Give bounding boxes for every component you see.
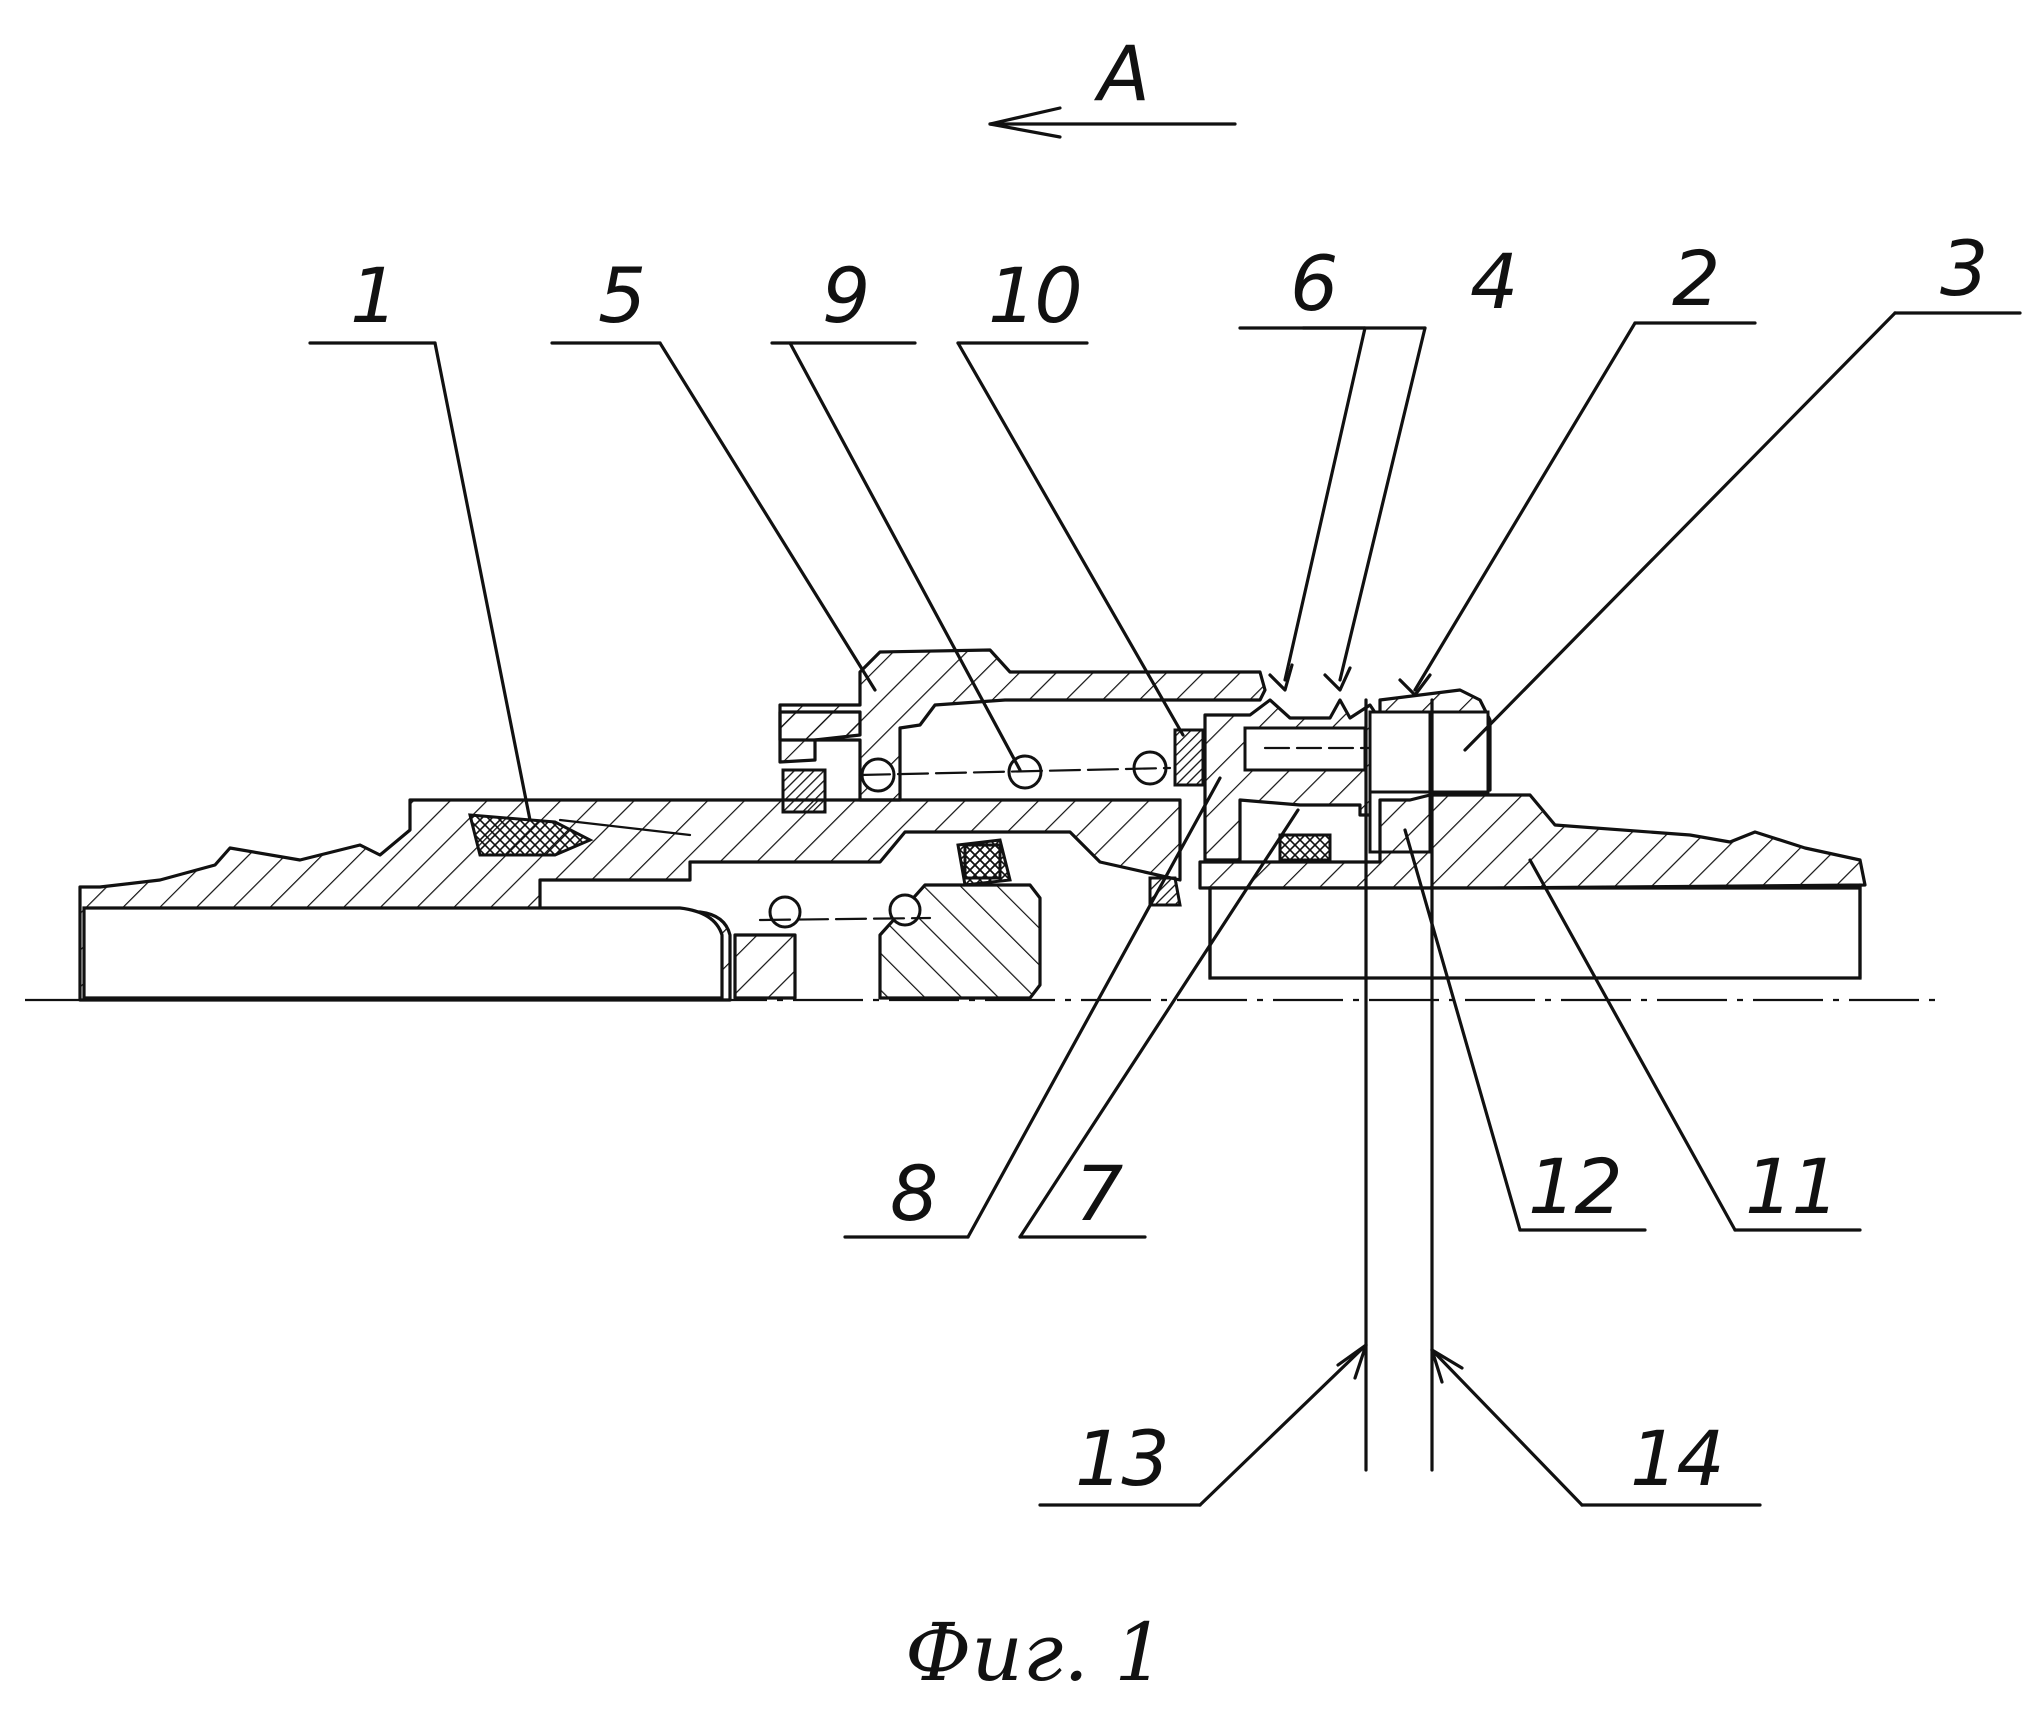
part-label-1: 1: [350, 251, 396, 340]
part-2-block: [1370, 712, 1430, 792]
view-marker-label: A: [1093, 29, 1148, 118]
part-label-5: 5: [598, 251, 644, 340]
seal-right: [965, 845, 1000, 878]
bearing-block-left: [735, 935, 795, 998]
part-7-seal: [1280, 835, 1330, 860]
figure-caption: Фиг. 1: [905, 1606, 1165, 1699]
part-3-block: [1430, 712, 1488, 792]
part-5-flange: [780, 712, 860, 762]
part-label-2: 2: [1672, 234, 1718, 323]
part-label-14: 14: [1630, 1414, 1723, 1503]
seal-left-dark: [1150, 878, 1180, 905]
part-label-4: 4: [1470, 237, 1516, 326]
part-label-10: 10: [988, 251, 1081, 340]
part-label-13: 13: [1075, 1414, 1168, 1503]
part-5-seal: [783, 770, 825, 812]
leader-arrowhead: [1400, 675, 1430, 695]
part-11-bore: [1210, 888, 1860, 978]
part-label-11: 11: [1745, 1142, 1838, 1231]
leader-arrowhead: [1325, 668, 1350, 690]
part-label-8: 8: [890, 1149, 936, 1238]
part-1-bore: [84, 908, 722, 998]
part-label-12: 12: [1528, 1142, 1621, 1231]
part-label-6: 6: [1290, 239, 1336, 328]
part-label-3: 3: [1940, 224, 1986, 313]
lower-bearing-ball: [890, 895, 920, 925]
part-10-element: [1175, 730, 1203, 785]
lower-bearing-ball: [770, 897, 800, 927]
part-label-9: 9: [822, 251, 868, 340]
leader-lines-top: [310, 313, 2020, 820]
part-label-7: 7: [1075, 1149, 1123, 1238]
